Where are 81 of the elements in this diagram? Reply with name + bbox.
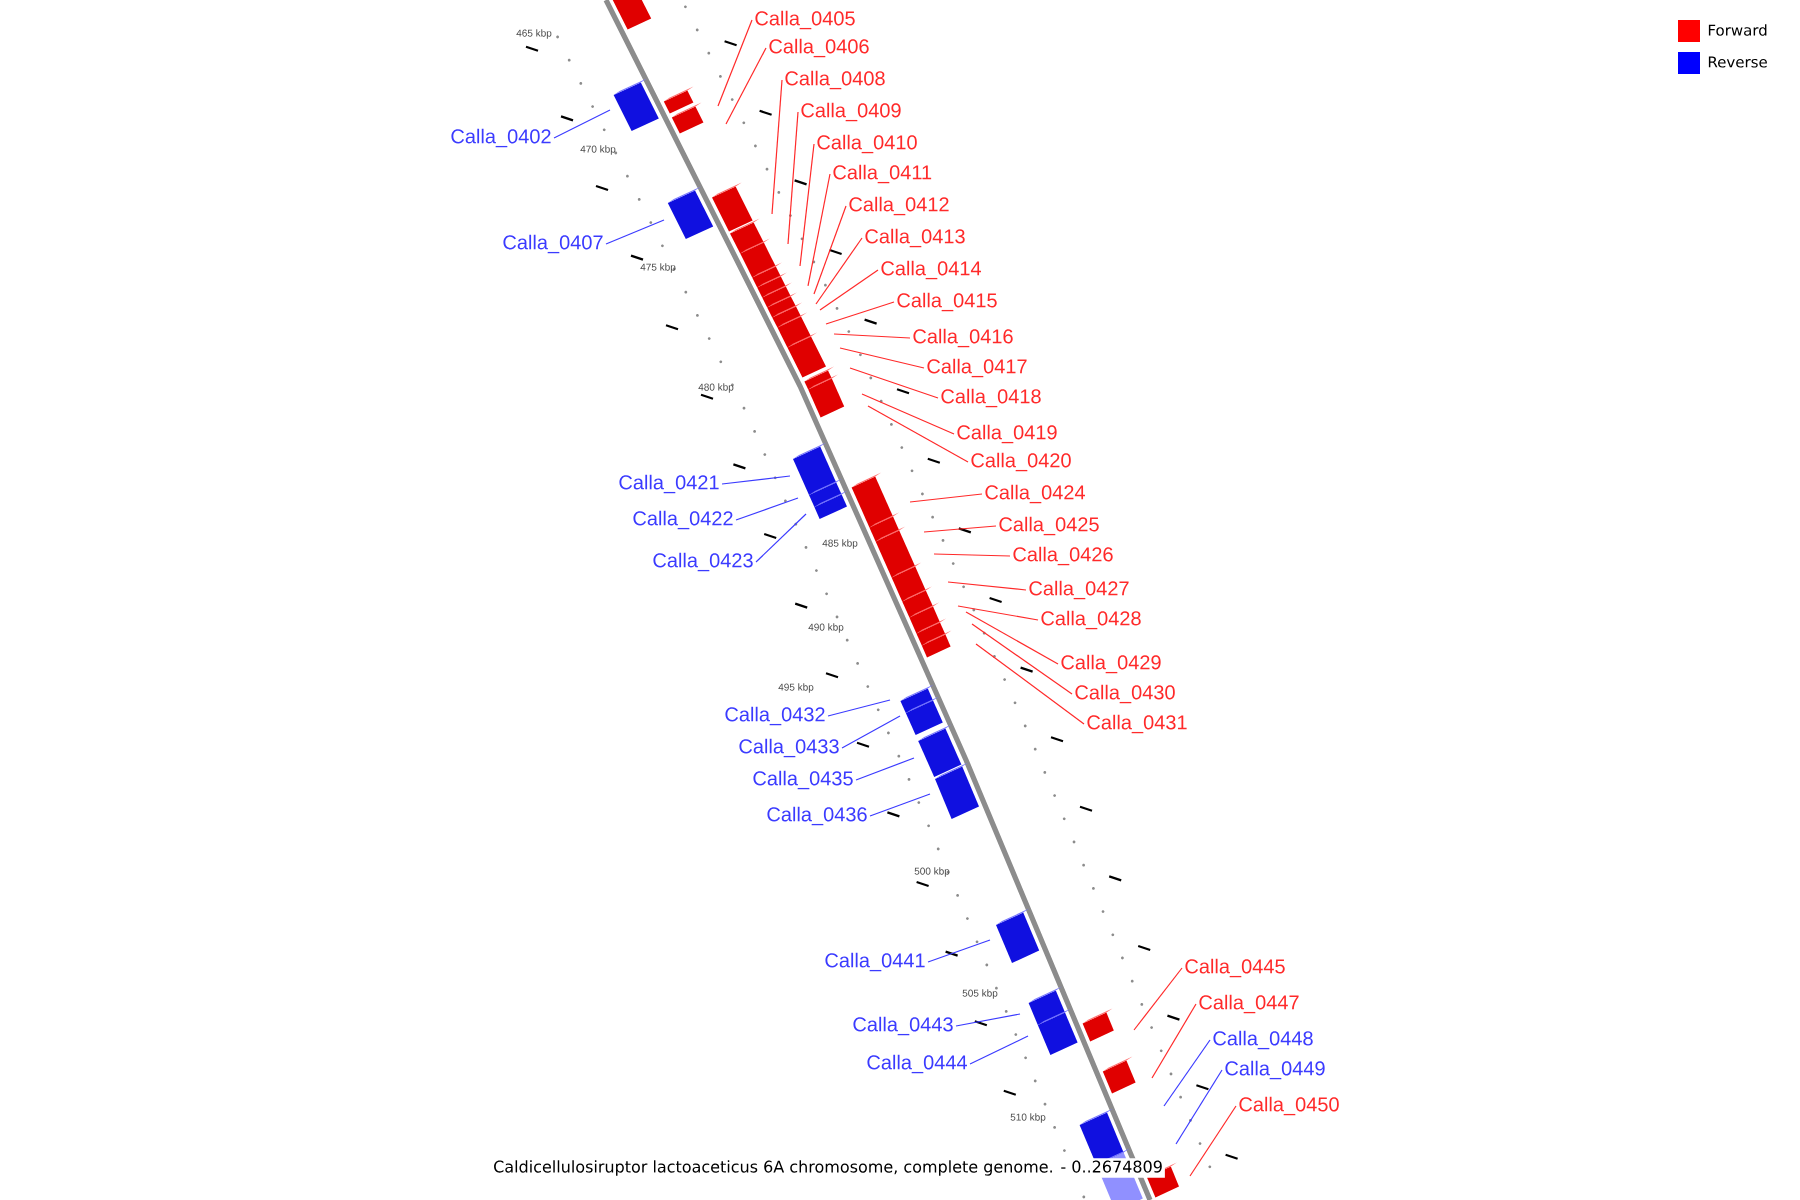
leader-line xyxy=(827,699,891,717)
gene-label: Calla_0410 xyxy=(817,134,917,154)
leader-line xyxy=(927,939,991,963)
gene-label: Calla_0450 xyxy=(1239,1096,1339,1116)
gene-label: Calla_0408 xyxy=(785,70,885,90)
leader-line xyxy=(933,553,1011,557)
leader-line xyxy=(909,493,983,503)
leader-line xyxy=(553,109,611,139)
gene-label: Calla_0424 xyxy=(985,484,1085,504)
gene-label: Calla_0407 xyxy=(503,234,603,254)
leader-line xyxy=(1151,1003,1197,1079)
leader-line xyxy=(1189,1105,1237,1177)
leader-line xyxy=(833,333,911,339)
leader-line xyxy=(755,513,807,563)
leader-line xyxy=(725,47,767,125)
leader-line xyxy=(971,623,1073,695)
gene-label: Calla_0409 xyxy=(801,102,901,122)
gene-label: Calla_0441 xyxy=(825,952,925,972)
gene-label: Calla_0436 xyxy=(767,806,867,826)
gene-label: Calla_0427 xyxy=(1029,580,1129,600)
gene-label: Calla_0415 xyxy=(897,292,997,312)
gene-label: Calla_0449 xyxy=(1225,1060,1325,1080)
leader-line xyxy=(867,405,969,463)
gene-label: Calla_0418 xyxy=(941,388,1041,408)
leader-line xyxy=(807,173,831,287)
leader-line xyxy=(1163,1039,1211,1107)
gene-label: Calla_0414 xyxy=(881,260,981,280)
leader-line xyxy=(825,301,895,325)
gene-label: Calla_0432 xyxy=(725,706,825,726)
leader-line xyxy=(813,205,847,295)
gene-label: Calla_0406 xyxy=(769,38,869,58)
gene-label: Calla_0419 xyxy=(957,424,1057,444)
gene-label: Calla_0435 xyxy=(753,770,853,790)
leader-line xyxy=(975,643,1085,725)
gene-label: Calla_0412 xyxy=(849,196,949,216)
leader-line xyxy=(869,793,931,817)
leader-line xyxy=(721,475,791,485)
leader-line xyxy=(1133,967,1183,1031)
gene-label: Calla_0417 xyxy=(927,358,1027,378)
gene-label: Calla_0426 xyxy=(1013,546,1113,566)
gene-label: Calla_0447 xyxy=(1199,994,1299,1014)
gene-label: Calla_0411 xyxy=(833,164,932,184)
leader-line xyxy=(969,1035,1029,1065)
leader-line xyxy=(735,497,799,521)
leader-line xyxy=(771,79,783,215)
gene-label: Calla_0416 xyxy=(913,328,1013,348)
gene-label: Calla_0413 xyxy=(865,228,965,248)
leader-line xyxy=(839,347,925,369)
leader-line xyxy=(955,1013,1021,1027)
gene-label: Calla_0445 xyxy=(1185,958,1285,978)
leader-line xyxy=(815,237,863,305)
gene-label: Calla_0428 xyxy=(1041,610,1141,630)
leader-line xyxy=(799,143,815,267)
leader-line xyxy=(861,393,955,435)
gene-label: Calla_0423 xyxy=(653,552,753,572)
leader-line xyxy=(787,111,799,245)
gene-label: Calla_0405 xyxy=(755,10,855,30)
leader-line xyxy=(923,525,997,533)
leader-line xyxy=(947,581,1027,591)
leader-line xyxy=(717,19,753,107)
gene-label: Calla_0448 xyxy=(1213,1030,1313,1050)
gene-label: Calla_0402 xyxy=(451,128,551,148)
gene-label: Calla_0430 xyxy=(1075,684,1175,704)
leader-line xyxy=(855,757,915,781)
leader-line xyxy=(965,611,1059,665)
leader-line xyxy=(819,269,879,311)
caption: Caldicellulosiruptor lactoaceticus 6A chromosome, complete genome. - 0..2674809 xyxy=(491,1158,1165,1178)
leader-line xyxy=(849,367,939,399)
leader-line xyxy=(957,605,1039,621)
gene-label: Calla_0433 xyxy=(739,738,839,758)
gene-label: Calla_0420 xyxy=(971,452,1071,472)
gene-label: Calla_0425 xyxy=(999,516,1099,536)
gene-label: Calla_0443 xyxy=(853,1016,953,1036)
gene-label: Calla_0444 xyxy=(867,1054,967,1074)
leader-line xyxy=(605,219,665,245)
gene-label: Calla_0422 xyxy=(633,510,733,530)
gene-label: Calla_0429 xyxy=(1061,654,1161,674)
gene-label: Calla_0431 xyxy=(1087,714,1187,734)
gene-label: Calla_0421 xyxy=(619,474,719,494)
leader-line xyxy=(841,715,901,749)
leader-line xyxy=(1175,1069,1223,1145)
